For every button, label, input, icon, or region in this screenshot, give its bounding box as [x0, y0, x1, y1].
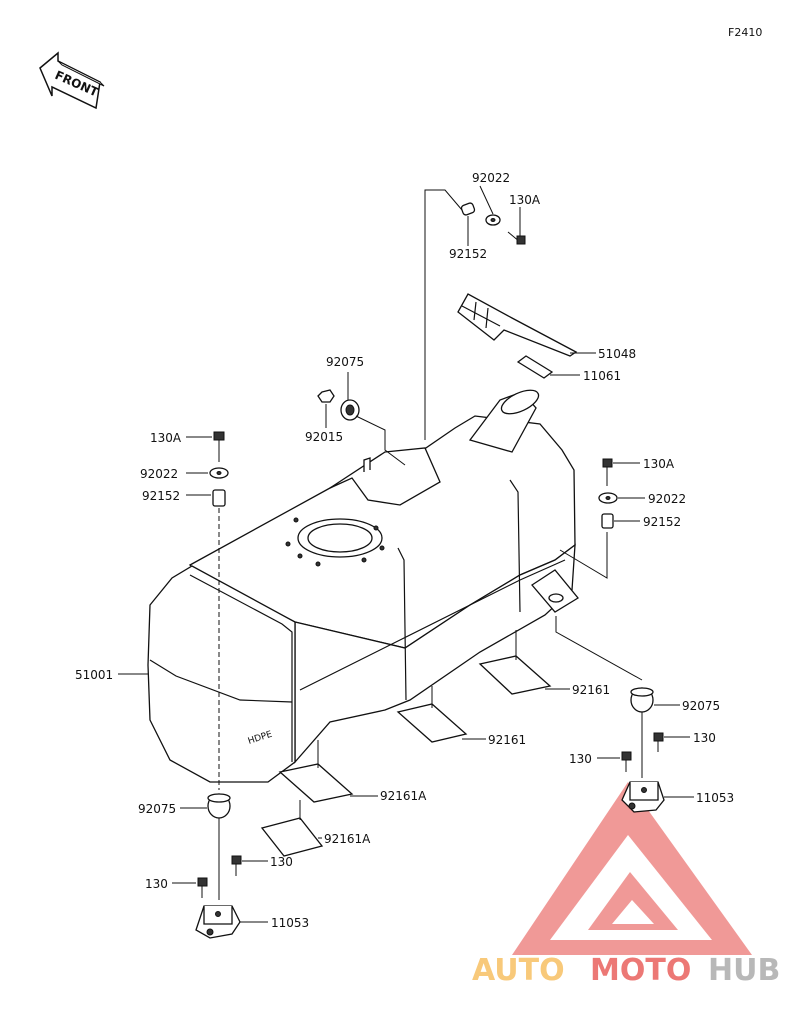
- bolt-130-right-a: [621, 751, 632, 772]
- callout-11061: 11061: [583, 369, 621, 383]
- callout-92161A-lower: 92161A: [324, 832, 371, 846]
- fuel-tank-51001: HDPE: [147, 389, 579, 783]
- callout-130A-right: 130A: [643, 457, 675, 471]
- callout-51001: 51001: [75, 668, 113, 682]
- bolt-130A-left: [213, 431, 225, 462]
- callout-92015: 92015: [305, 430, 343, 444]
- watermark-wordmark: AUTO MOTO HUB: [472, 953, 780, 988]
- callout-92152-left: 92152: [142, 489, 180, 503]
- callout-92152-top: 92152: [449, 247, 487, 261]
- nut-92015: [317, 389, 335, 403]
- callout-92161-upper: 92161: [572, 683, 610, 697]
- collar-92152-left: [212, 489, 226, 507]
- watermark-auto: AUTO: [472, 953, 565, 988]
- callout-92022-right: 92022: [648, 492, 686, 506]
- callout-92075-right: 92075: [682, 699, 720, 713]
- callout-130A-left: 130A: [150, 431, 182, 445]
- washer-92022-left: [209, 467, 229, 479]
- callout-130A-top: 130A: [509, 193, 541, 207]
- callout-92075-top: 92075: [326, 355, 364, 369]
- callout-51048: 51048: [598, 347, 636, 361]
- washer-92022-top: [485, 214, 501, 226]
- washer-92022-right: [598, 492, 618, 504]
- bolt-130-left-a: [231, 855, 242, 876]
- callout-130-right-a: 130: [569, 752, 592, 766]
- callout-130-right-b: 130: [693, 731, 716, 745]
- pad-92161A-upper-left: [278, 763, 354, 803]
- cover-51048: [457, 293, 578, 357]
- watermark-hub: HUB: [708, 953, 780, 988]
- callout-92161-middle: 92161: [488, 733, 526, 747]
- damper-92075-top: [340, 399, 360, 421]
- bolt-130A-right: [602, 458, 613, 486]
- pad-92161-upper-right: [478, 655, 552, 695]
- pad-92161-middle: [396, 703, 468, 743]
- front-direction-arrow: FRONT: [39, 51, 105, 110]
- collar-92152-right: [601, 513, 614, 529]
- leader-top-group: [424, 189, 463, 440]
- damper-92075-right: [630, 687, 654, 713]
- callout-11053-left: 11053: [271, 916, 309, 930]
- collar-92152-top: [460, 202, 476, 216]
- callout-92075-left: 92075: [138, 802, 176, 816]
- callout-92022-left: 92022: [140, 467, 178, 481]
- bracket-11053-left: [195, 905, 241, 939]
- gasket-11061: [516, 355, 554, 379]
- callout-92161A-upper: 92161A: [380, 789, 427, 803]
- callout-130-left-a: 130: [270, 855, 293, 869]
- damper-92075-left: [207, 793, 231, 819]
- callout-92152-right: 92152: [643, 515, 681, 529]
- bolt-130-right-b: [653, 732, 664, 752]
- callout-130-left-b: 130: [145, 877, 168, 891]
- callout-11053-right: 11053: [696, 791, 734, 805]
- callout-92022-top: 92022: [472, 171, 510, 185]
- pad-92161A-lower-left: [260, 817, 324, 857]
- watermark-moto: MOTO: [590, 953, 691, 988]
- bolt-130A-top: [507, 231, 526, 245]
- watermark-logo: [512, 782, 752, 955]
- bolt-130-left-b: [197, 877, 208, 898]
- figure-code: F2410: [728, 26, 762, 39]
- bracket-11053-right: [621, 781, 665, 813]
